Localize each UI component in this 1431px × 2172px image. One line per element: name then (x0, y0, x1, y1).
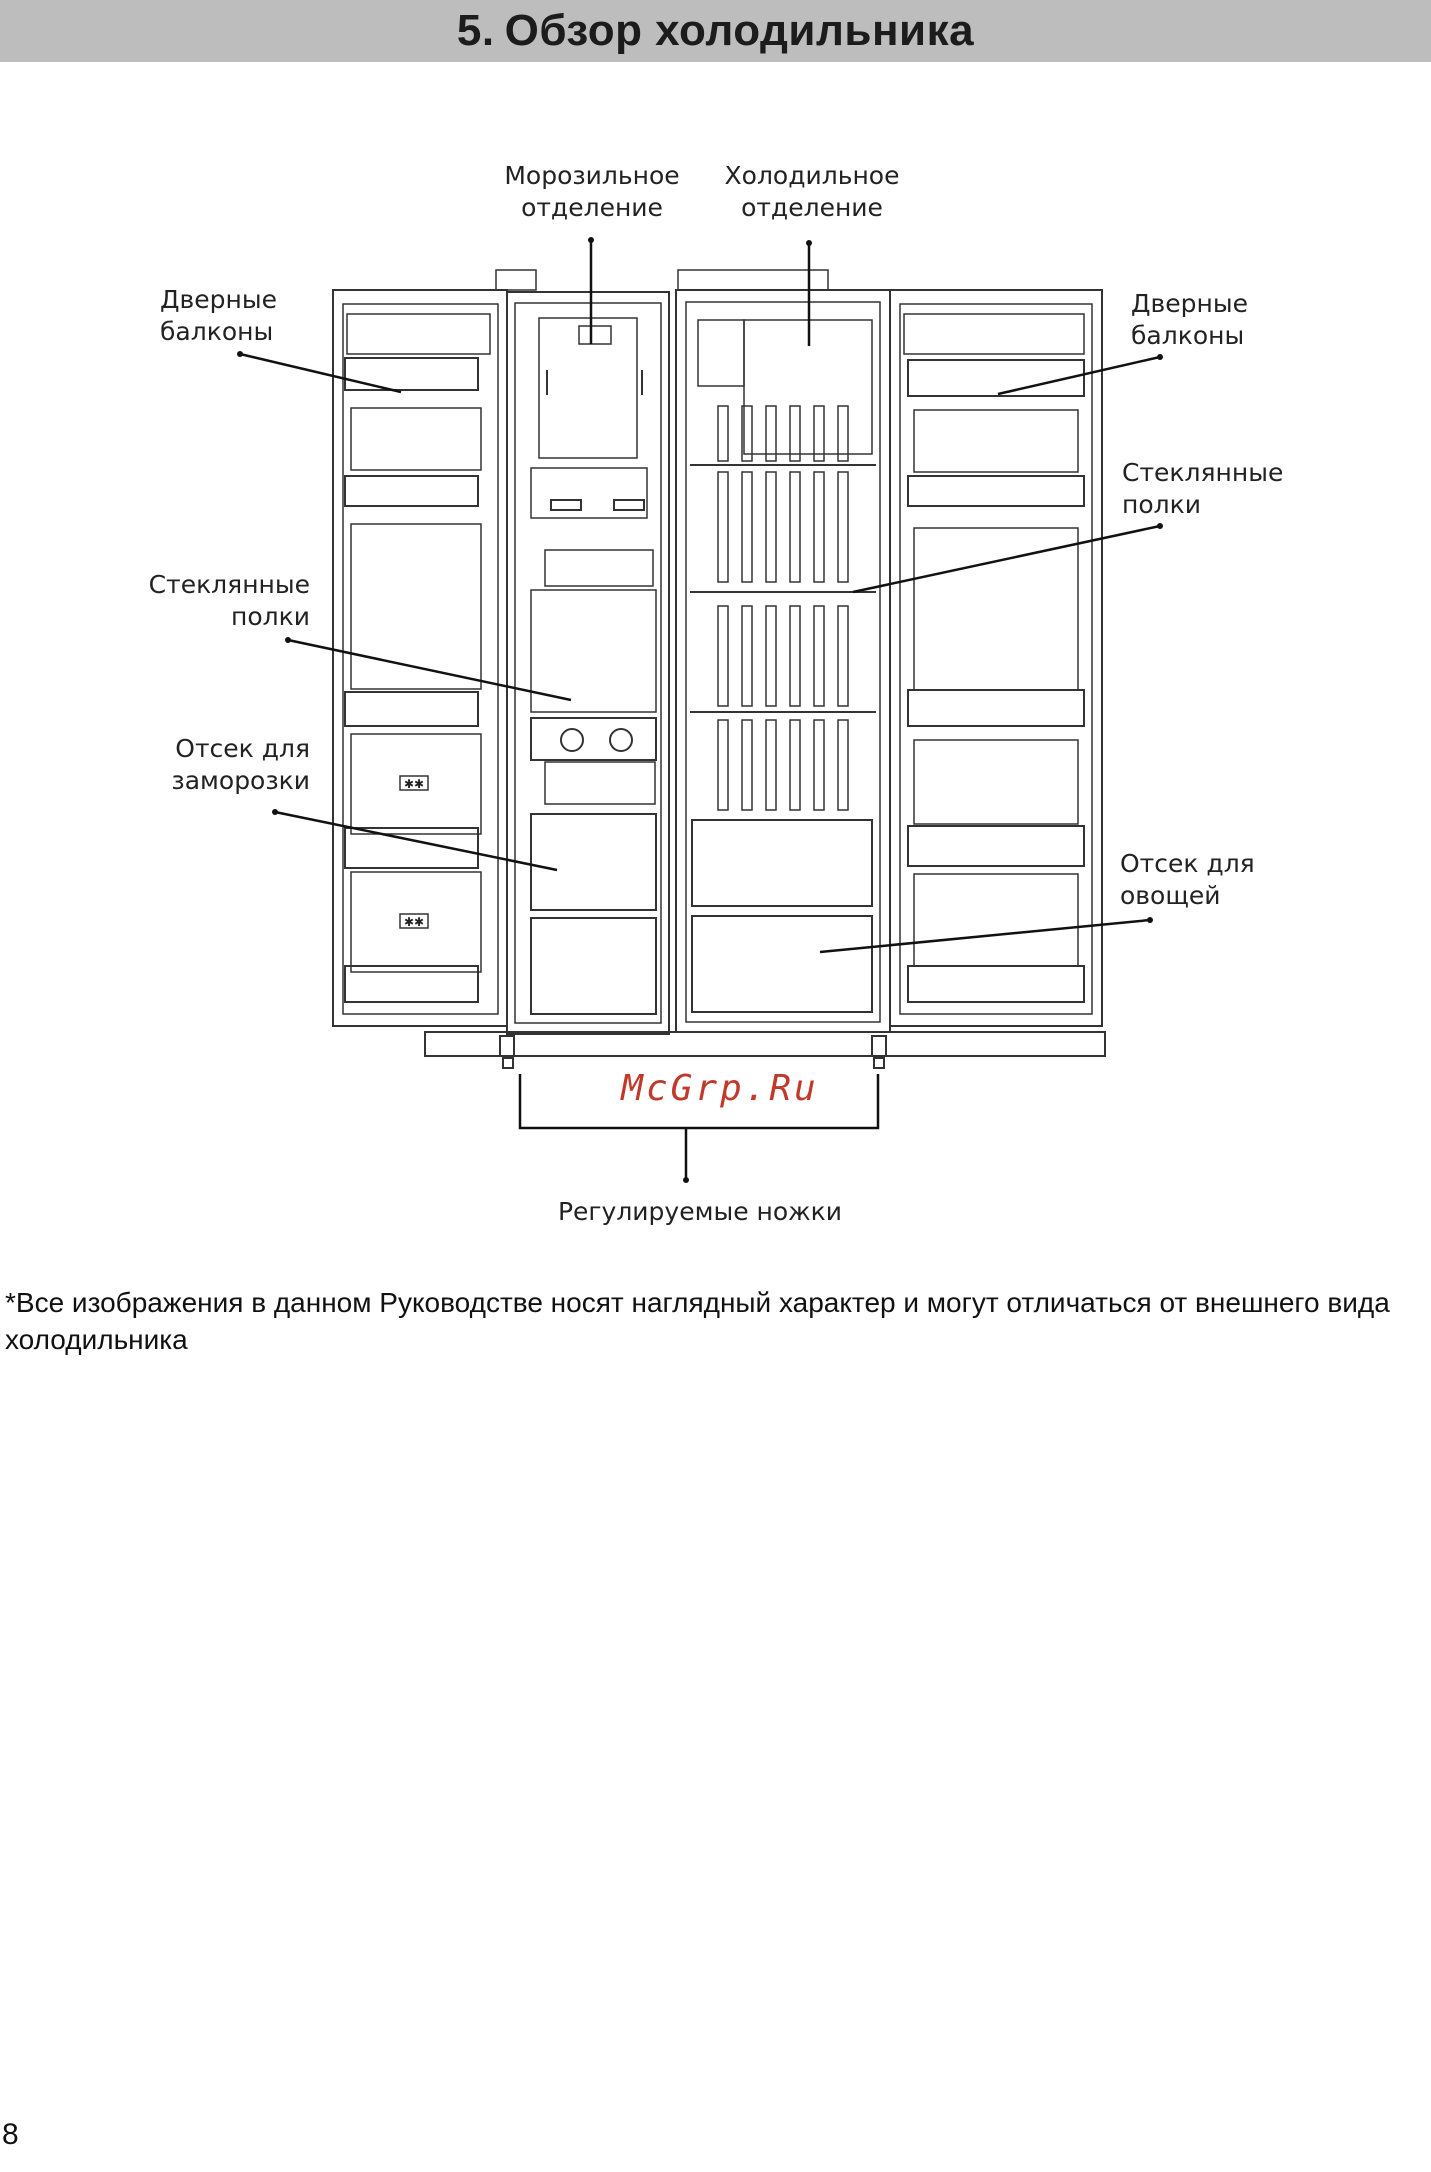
vegetable-drawer (691, 819, 873, 907)
refrigerator-diagram: ✱✱ ✱✱ Морозильное отделение Холодильное … (149, 161, 1284, 1226)
label-freezer-compartment-line1: Морозильное (504, 161, 679, 190)
section-header: 5.Обзор холодильника (0, 0, 1431, 62)
label-glass-shelves-right-line1: Стеклянные (1122, 458, 1283, 487)
fridge-cabinet (675, 289, 891, 1033)
label-freezer-compartment-line2: отделение (521, 193, 663, 222)
door-balcony (907, 689, 1085, 727)
label-vegetable-compartment-line1: Отсек для (1120, 849, 1255, 878)
page-number: 8 (2, 2118, 19, 2151)
label-vegetable-compartment-line2: овощей (1120, 881, 1221, 910)
label-door-balconies-right-line2: балконы (1131, 321, 1244, 350)
label-fridge-compartment-line1: Холодильное (725, 161, 900, 190)
label-freezing-compartment-line1: Отсек для (175, 734, 310, 763)
leader-lines (239, 240, 1161, 1180)
section-title: Обзор холодильника (504, 6, 975, 55)
freezer-cabinet (506, 291, 670, 1035)
label-glass-shelves-left-line1: Стеклянные (149, 570, 310, 599)
watermark: McGrp.Ru (619, 1068, 818, 1109)
label-door-balconies-right-line1: Дверные (1131, 289, 1248, 318)
leader-dots (237, 237, 1163, 1183)
disclaimer-note: *Все изображения в данном Руководстве но… (5, 1287, 1390, 1355)
door-balcony (344, 691, 479, 727)
label-freezing-compartment-line2: заморозки (171, 766, 310, 795)
door-balcony (907, 359, 1085, 397)
page-title: 5.Обзор холодильника (457, 6, 974, 56)
door-balcony (344, 357, 479, 391)
adjustable-foot (873, 1057, 885, 1069)
hinge (499, 1035, 515, 1057)
door-balcony (344, 827, 479, 869)
door-balcony (907, 825, 1085, 867)
adjustable-foot (502, 1057, 514, 1069)
freezing-drawer (530, 813, 657, 911)
label-door-balconies-left-line2: балконы (160, 317, 273, 346)
section-number: 5. (456, 6, 495, 55)
door-balcony (907, 965, 1085, 1003)
label-door-balconies-left-line1: Дверные (160, 285, 277, 314)
label-adjustable-feet: Регулируемые ножки (558, 1197, 842, 1226)
cooling-ribs-upper (717, 405, 849, 811)
hinge (871, 1035, 887, 1057)
right-door (889, 289, 1103, 1027)
freezing-drawer (530, 917, 657, 1015)
door-balcony (344, 475, 479, 507)
label-glass-shelves-left-line2: полки (231, 602, 310, 631)
snowflake-mark-icon: ✱✱ (404, 777, 424, 791)
label-fridge-compartment-line2: отделение (741, 193, 883, 222)
left-door (332, 289, 508, 1027)
door-balcony (344, 965, 479, 1003)
vegetable-drawer (691, 915, 873, 1013)
snowflake-mark-icon: ✱✱ (404, 915, 424, 929)
door-balcony (907, 475, 1085, 507)
base-plinth (424, 1031, 1106, 1057)
label-glass-shelves-right-line2: полки (1122, 490, 1201, 519)
